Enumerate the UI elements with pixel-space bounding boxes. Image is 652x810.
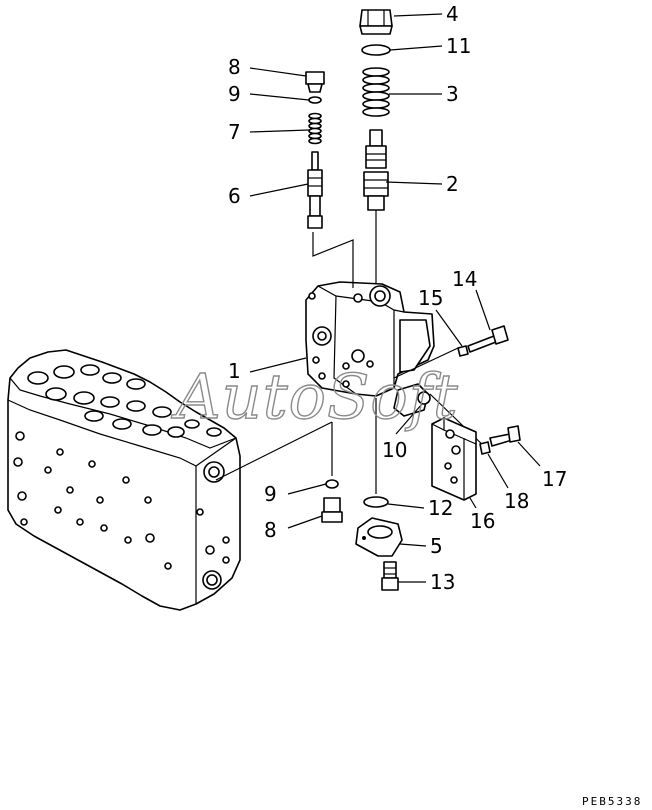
callout-11: 11: [446, 34, 471, 58]
o-ring-part-9-top: [308, 96, 322, 104]
callout-15: 15: [418, 286, 443, 310]
section-block: [305, 281, 435, 417]
valve-side-ports: [196, 461, 230, 590]
callout-8-bottom: 8: [264, 518, 277, 542]
callout-8-top: 8: [228, 55, 241, 79]
main-valve-body: [7, 349, 241, 611]
drawing-code: PEB5338: [582, 795, 642, 808]
callout-labels: 4 11 8 9 3 7 2 6 14 15 1 10 17 9 18 12 1…: [228, 2, 567, 594]
leader-lines: [249, 13, 541, 583]
callout-12: 12: [428, 496, 453, 520]
o-ring-part-9-bottom: [325, 479, 339, 489]
callout-10: 10: [382, 438, 407, 462]
bolt-part-13: [381, 561, 399, 591]
o-ring-part-11: [361, 44, 391, 56]
callout-4: 4: [446, 2, 459, 26]
callout-6: 6: [228, 184, 241, 208]
washer-part-15: [457, 345, 469, 357]
valve-top-ports: [27, 364, 222, 438]
callout-7: 7: [228, 120, 241, 144]
autosoft-watermark: AutoSoft: [171, 360, 459, 433]
o-ring-part-10: [417, 391, 431, 405]
plate-part-16: [431, 417, 477, 501]
washer-part-18: [479, 441, 491, 455]
callout-9-bottom: 9: [264, 482, 277, 506]
poppet-part-6: [307, 151, 323, 229]
valve-front-holes: [13, 431, 172, 570]
callout-17: 17: [542, 467, 567, 491]
plug-part-8-top: [305, 71, 325, 93]
plug-part-8-bottom: [321, 497, 343, 523]
spring-part-7: [308, 112, 322, 145]
callout-9-top: 9: [228, 82, 241, 106]
callout-1: 1: [228, 359, 241, 383]
callout-5: 5: [430, 534, 443, 558]
spool-part-2: [363, 129, 389, 211]
callout-16: 16: [470, 509, 495, 533]
o-ring-part-12: [363, 496, 389, 508]
flange-part-5: [355, 517, 403, 557]
assembly-center-lines: [215, 210, 489, 494]
plug-part-4: [359, 9, 393, 35]
callout-2: 2: [446, 172, 459, 196]
callout-14: 14: [452, 267, 477, 291]
bolt-part-14: [467, 325, 509, 353]
spring-part-3: [362, 67, 390, 117]
callout-3: 3: [446, 82, 459, 106]
callout-18: 18: [504, 489, 529, 513]
bolt-part-17: [489, 425, 521, 447]
callout-13: 13: [430, 570, 455, 594]
